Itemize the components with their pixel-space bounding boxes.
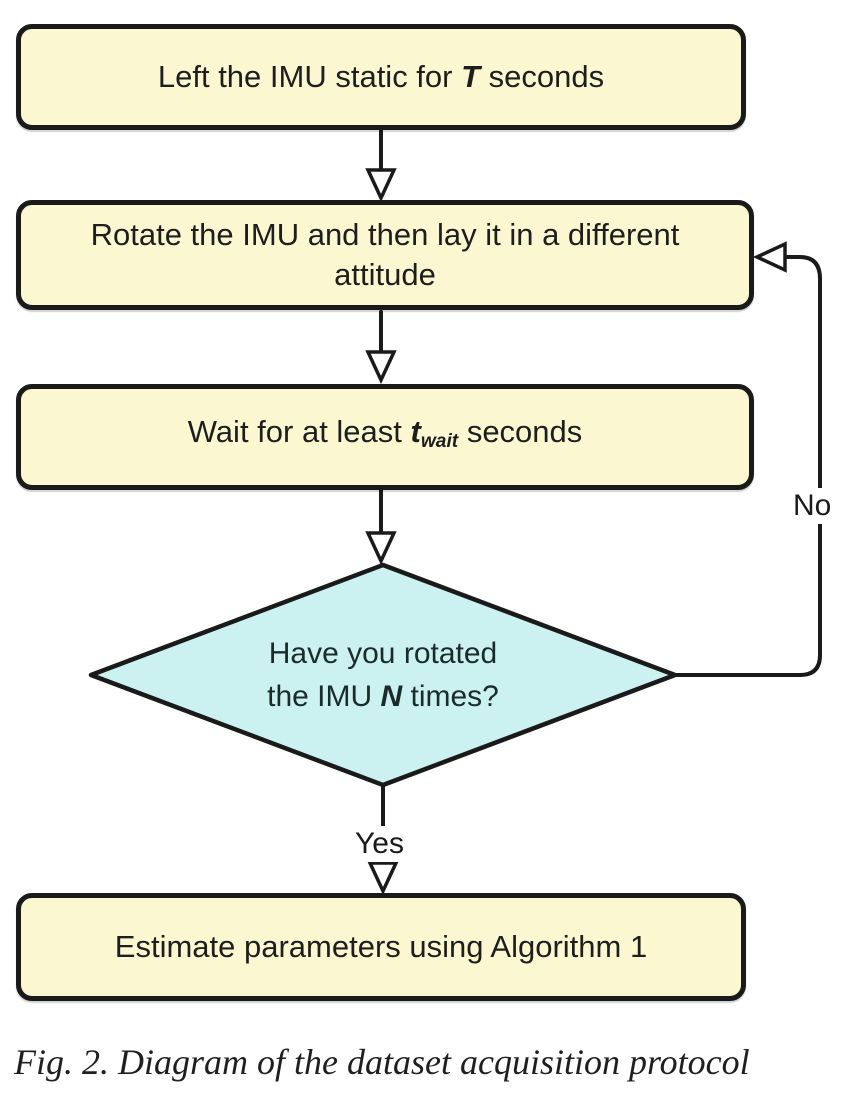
figure-caption-text: Diagram of the dataset acquisition proto… bbox=[118, 1042, 750, 1082]
process-box-estimate-parameters-text: Estimate parameters using Algorithm 1 bbox=[114, 929, 648, 964]
variable-t-subscript-wait: wait bbox=[420, 430, 459, 452]
text-segment: the IMU bbox=[267, 680, 381, 713]
process-box-wait-twait: Wait for at least twait seconds bbox=[16, 384, 754, 490]
decision-line-1: Have you rotated bbox=[268, 637, 498, 670]
process-box-estimate-parameters: Estimate parameters using Algorithm 1 bbox=[16, 893, 746, 1001]
text-segment: Wait for at least bbox=[187, 414, 411, 450]
decision-line-2: the IMU N times? bbox=[143, 675, 623, 718]
arrowhead-into-decision bbox=[365, 531, 397, 566]
variable-t: t bbox=[410, 414, 421, 450]
text-segment: times? bbox=[402, 680, 499, 713]
text-segment: seconds bbox=[458, 414, 583, 450]
text-segment: Left the IMU static for bbox=[157, 59, 462, 94]
process-box-wait-twait-text: Wait for at least twait seconds bbox=[188, 412, 583, 462]
arrowhead-into-step3 bbox=[365, 350, 397, 385]
edge-label-no: No bbox=[789, 488, 836, 524]
arrowhead-into-step2 bbox=[365, 168, 397, 203]
edge-label-yes: Yes bbox=[351, 826, 408, 862]
process-box-static-wait-text: Left the IMU static for T seconds bbox=[158, 57, 604, 97]
figure-caption-label: Fig. 2. bbox=[14, 1042, 109, 1082]
variable-N: N bbox=[380, 680, 403, 713]
process-box-rotate-imu: Rotate the IMU and then lay it in a diff… bbox=[16, 200, 754, 310]
arrowhead-into-step4 bbox=[367, 861, 399, 896]
edge-decision-step2-no-loop-line bbox=[673, 255, 822, 677]
process-box-rotate-imu-text: Rotate the IMU and then lay it in a diff… bbox=[90, 217, 680, 292]
decision-diamond-text: Have you rotated the IMU N times? bbox=[143, 632, 623, 718]
arrowhead-no-into-step2 bbox=[752, 241, 787, 273]
figure-caption: Fig. 2. Diagram of the dataset acquisiti… bbox=[14, 1040, 852, 1084]
process-box-static-wait: Left the IMU static for T seconds bbox=[16, 24, 746, 130]
text-segment: seconds bbox=[480, 59, 605, 94]
variable-T: T bbox=[461, 59, 481, 94]
